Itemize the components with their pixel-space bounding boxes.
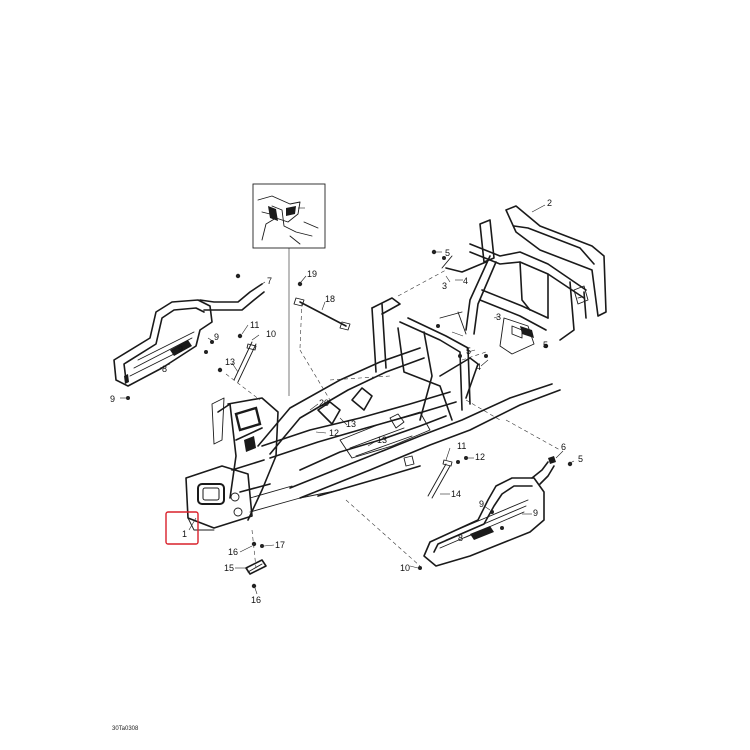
highlight-box xyxy=(165,511,199,545)
callout-1: 1 xyxy=(182,529,187,539)
callout-19: 20 xyxy=(319,398,329,408)
callout-9: 9 xyxy=(178,344,183,354)
callout-12: 13 xyxy=(377,435,387,445)
callout-labels: 1 2 3 3 4 4 5 5 5 5 6 7 8 8 9 9 9 9 9 10… xyxy=(110,198,583,605)
callout-13: 13 xyxy=(225,357,235,367)
callout-14: 15 xyxy=(224,563,234,573)
right-footrest xyxy=(423,456,556,567)
callout-9: 10 xyxy=(400,563,410,573)
callout-4: 4 xyxy=(476,362,481,372)
callout-8: 8 xyxy=(162,364,167,374)
callout-7: 7 xyxy=(267,276,272,286)
callout-9: 9 xyxy=(479,499,484,509)
callout-17: 18 xyxy=(325,294,335,304)
callout-9: 9 xyxy=(533,508,538,518)
callout-3: 3 xyxy=(496,312,501,322)
callout-10: 11 xyxy=(457,441,466,451)
callout-5: 5 xyxy=(543,340,548,350)
rear-frame xyxy=(445,205,607,355)
callout-18: 19 xyxy=(307,269,317,279)
callout-5: 5 xyxy=(466,346,471,356)
main-frame xyxy=(185,297,561,531)
left-footrest xyxy=(113,283,265,387)
callout-13: 14 xyxy=(451,489,461,499)
callout-4: 4 xyxy=(463,276,468,286)
callout-2: 2 xyxy=(547,198,552,208)
drawing-code: 30Ta0308 xyxy=(112,726,139,732)
callout-9: 9 xyxy=(214,332,219,342)
callout-11: 12 xyxy=(475,452,485,462)
detail-inset xyxy=(252,183,326,396)
leader-lines xyxy=(120,204,575,595)
callout-12: 12 xyxy=(329,428,339,438)
callout-9: 9 xyxy=(110,394,115,404)
callout-15: 16 xyxy=(251,595,261,605)
callout-5: 5 xyxy=(578,454,583,464)
callout-8: 8 xyxy=(458,533,463,543)
callout-10: 10 xyxy=(266,329,276,339)
callout-3: 3 xyxy=(442,281,447,291)
callout-6: 6 xyxy=(561,442,566,452)
callout-11: 11 xyxy=(250,320,259,330)
callout-16: 17 xyxy=(275,540,285,550)
assembly-lines xyxy=(225,269,561,569)
callout-13: 13 xyxy=(346,419,356,429)
callout-16: 16 xyxy=(228,547,238,557)
callout-5: 5 xyxy=(445,248,450,258)
